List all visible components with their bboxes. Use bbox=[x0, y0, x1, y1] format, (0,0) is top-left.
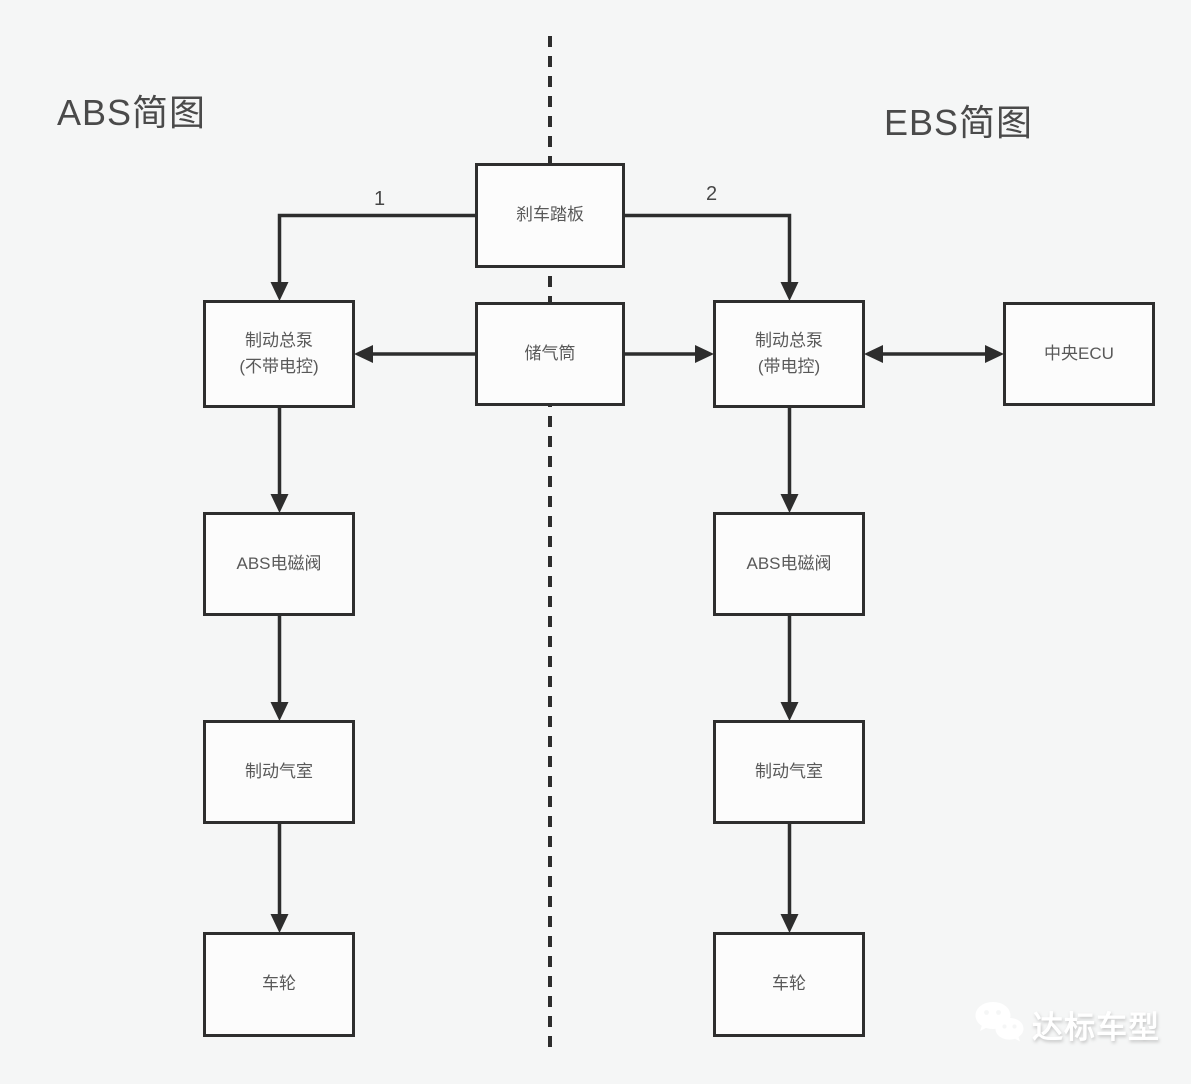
title-ebs: EBS简图 bbox=[884, 102, 1034, 143]
node-abs-valve-right-label: ABS电磁阀 bbox=[746, 553, 832, 573]
watermark-text: 达标车型 bbox=[1032, 1009, 1160, 1045]
node-master-cylinder-with-ecu-line2: (带电控) bbox=[757, 357, 821, 376]
node-abs-valve-left: ABS电磁阀 bbox=[203, 512, 355, 616]
node-master-cylinder-no-ecu: 制动总泵 (不带电控) bbox=[203, 300, 355, 408]
arrowhead-down bbox=[270, 914, 289, 933]
node-central-ecu-label: 中央ECU bbox=[1044, 343, 1114, 363]
arrowhead-down bbox=[780, 494, 799, 513]
arrowhead-down bbox=[780, 282, 799, 301]
branch-label-1: 1 bbox=[374, 188, 386, 210]
watermark: 达标车型 bbox=[973, 1000, 1160, 1048]
arrowhead-down bbox=[780, 702, 799, 721]
node-wheel-right: 车轮 bbox=[713, 932, 865, 1037]
node-wheel-left-label: 车轮 bbox=[262, 974, 296, 994]
connector-pedal-to-left-cylinder bbox=[277, 213, 475, 286]
arrowhead-down bbox=[270, 494, 289, 513]
node-brake-pedal: 刹车踏板 bbox=[475, 163, 625, 268]
node-master-cylinder-with-ecu-line1: 制动总泵 bbox=[755, 330, 823, 350]
arrowhead-right bbox=[985, 345, 1004, 363]
arrowhead-down bbox=[270, 702, 289, 721]
node-brake-pedal-label: 刹车踏板 bbox=[516, 205, 584, 225]
arrowhead-left bbox=[864, 345, 883, 363]
arrowhead-left bbox=[354, 345, 373, 363]
node-brake-chamber-left-label: 制动气室 bbox=[245, 761, 313, 781]
arrowhead-right bbox=[695, 345, 714, 363]
arrowhead-down bbox=[780, 914, 799, 933]
node-master-cylinder-with-ecu: 制动总泵 (带电控) bbox=[713, 300, 865, 408]
node-brake-chamber-right-label: 制动气室 bbox=[755, 761, 823, 781]
node-wheel-right-label: 车轮 bbox=[772, 974, 806, 994]
connector-pedal-to-right-cylinder bbox=[625, 213, 792, 286]
node-brake-chamber-left: 制动气室 bbox=[203, 720, 355, 824]
node-central-ecu: 中央ECU bbox=[1003, 302, 1155, 406]
node-air-reservoir: 储气筒 bbox=[475, 302, 625, 406]
node-air-reservoir-label: 储气筒 bbox=[524, 343, 576, 363]
node-master-cylinder-no-ecu-line1: 制动总泵 bbox=[245, 330, 313, 350]
node-master-cylinder-no-ecu-line2: (不带电控) bbox=[239, 357, 319, 376]
title-abs: ABS简图 bbox=[57, 92, 207, 133]
node-abs-valve-left-label: ABS电磁阀 bbox=[236, 553, 322, 573]
branch-label-2: 2 bbox=[706, 183, 718, 205]
node-brake-chamber-right: 制动气室 bbox=[713, 720, 865, 824]
wechat-logo-icon bbox=[975, 1002, 1024, 1042]
node-wheel-left: 车轮 bbox=[203, 932, 355, 1037]
arrowhead-down bbox=[270, 282, 289, 301]
node-abs-valve-right: ABS电磁阀 bbox=[713, 512, 865, 616]
